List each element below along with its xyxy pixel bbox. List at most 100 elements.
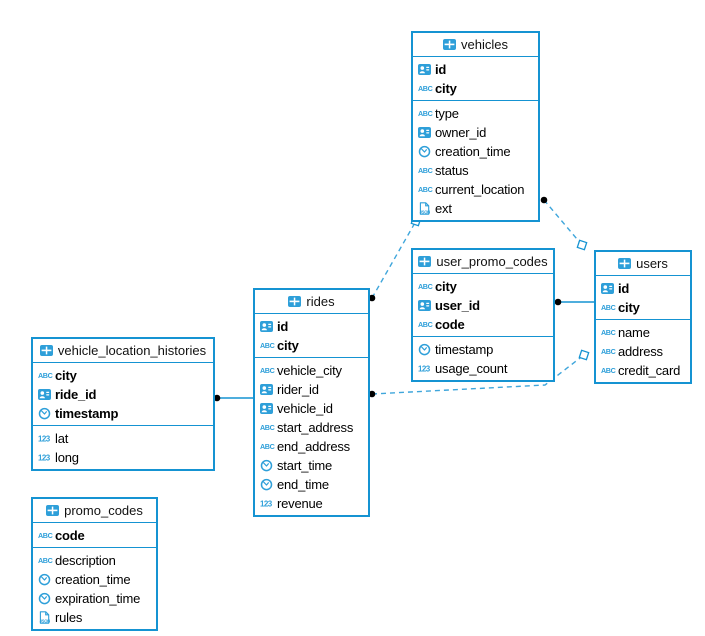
table-header[interactable]: users <box>596 252 690 276</box>
column-name: vehicle_city <box>277 362 342 378</box>
column-row-rider_id[interactable]: rider_id <box>255 380 368 399</box>
column-row-timestamp[interactable]: timestamp <box>33 404 213 423</box>
numeric-123-icon: 123 <box>260 498 277 509</box>
column-row-user_id[interactable]: user_id <box>413 296 553 315</box>
table-grid-icon <box>39 345 53 356</box>
id-badge-icon <box>260 383 277 395</box>
relation-rides-vehicles[interactable] <box>371 220 417 299</box>
column-row-timestamp[interactable]: timestamp <box>413 340 553 359</box>
json-document-icon: JSON <box>38 610 55 624</box>
svg-text:JSON: JSON <box>40 618 51 623</box>
table-header[interactable]: rides <box>255 290 368 314</box>
relation-vehicles-users[interactable] <box>543 199 583 246</box>
column-name: address <box>618 343 663 359</box>
id-badge-icon <box>260 320 277 332</box>
relation-endpoint-diamond <box>576 239 588 251</box>
column-row-creation_time[interactable]: creation_time <box>413 142 538 161</box>
column-name: start_time <box>277 457 333 473</box>
column-name: rules <box>55 609 83 625</box>
column-row-usage_count[interactable]: 123 usage_count <box>413 359 553 378</box>
svg-text:ABC: ABC <box>418 282 433 291</box>
relation-endpoint-dot <box>368 294 376 302</box>
relation-endpoint-diamond <box>578 349 590 361</box>
column-row-id[interactable]: id <box>413 60 538 79</box>
table-grid-icon <box>618 258 632 269</box>
relation-rides-users[interactable] <box>371 354 585 395</box>
column-row-id[interactable]: id <box>596 279 690 298</box>
abc-text-icon: ABC <box>38 555 55 565</box>
table-header[interactable]: promo_codes <box>33 499 156 523</box>
svg-text:ABC: ABC <box>38 371 53 380</box>
table-grid-icon <box>46 505 60 516</box>
svg-text:ABC: ABC <box>38 531 53 540</box>
column-row-start_time[interactable]: start_time <box>255 456 368 475</box>
column-row-expiration_time[interactable]: expiration_time <box>33 589 156 608</box>
column-row-creation_time[interactable]: creation_time <box>33 570 156 589</box>
column-row-rules[interactable]: JSON rules <box>33 608 156 627</box>
table-header[interactable]: vehicles <box>413 33 538 57</box>
table-name: vehicles <box>461 37 508 52</box>
svg-text:123: 123 <box>38 454 51 463</box>
abc-text-icon: ABC <box>601 302 618 312</box>
column-row-vehicle_id[interactable]: vehicle_id <box>255 399 368 418</box>
column-name: id <box>618 280 630 296</box>
column-name: rider_id <box>277 381 319 397</box>
relation-endpoint-dot <box>368 390 376 398</box>
svg-text:ABC: ABC <box>601 328 616 337</box>
svg-text:123: 123 <box>418 365 431 374</box>
column-name: long <box>55 449 79 465</box>
id-badge-icon <box>418 126 435 138</box>
clock-icon <box>418 145 435 158</box>
column-name: timestamp <box>435 341 494 357</box>
column-row-id[interactable]: id <box>255 317 368 336</box>
abc-text-icon: ABC <box>418 184 435 194</box>
column-row-owner_id[interactable]: owner_id <box>413 123 538 142</box>
table-header[interactable]: user_promo_codes <box>413 250 553 274</box>
abc-text-icon: ABC <box>418 281 435 291</box>
column-row-ride_id[interactable]: ride_id <box>33 385 213 404</box>
abc-text-icon: ABC <box>601 346 618 356</box>
column-name: usage_count <box>435 360 508 376</box>
svg-text:123: 123 <box>260 500 273 509</box>
column-row-long[interactable]: 123 long <box>33 448 213 467</box>
column-name: code <box>435 316 465 332</box>
id-badge-icon <box>418 299 435 311</box>
column-name: expiration_time <box>55 590 141 606</box>
column-name: city <box>435 80 457 96</box>
column-row-end_time[interactable]: end_time <box>255 475 368 494</box>
svg-text:ABC: ABC <box>601 347 616 356</box>
numeric-123-icon: 123 <box>418 363 435 374</box>
relation-endpoint-dot <box>213 394 221 402</box>
svg-text:ABC: ABC <box>418 320 433 329</box>
table-header[interactable]: vehicle_location_histories <box>33 339 213 363</box>
